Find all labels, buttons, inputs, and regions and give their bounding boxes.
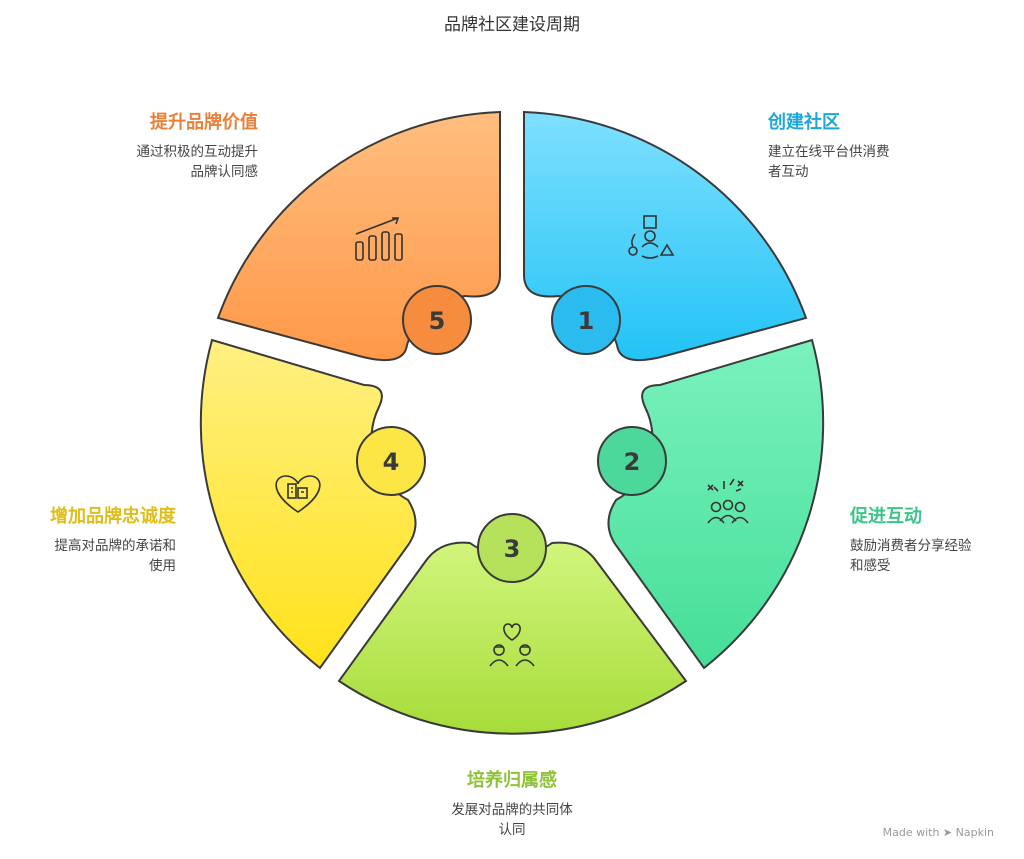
segment-2: 2 <box>597 338 825 670</box>
step-1-desc-line: 者互动 <box>768 164 809 180</box>
segment-5: 5 <box>216 110 501 362</box>
step-5-label: 提升品牌价值 <box>150 112 258 133</box>
step-number-4: 4 <box>383 448 400 476</box>
step-2-desc: 鼓励消费者分享经验 和感受 <box>850 536 972 576</box>
step-3-desc-line: 发展对品牌的共同体 <box>451 802 573 818</box>
step-3-label: 培养归属感 <box>467 770 557 791</box>
page-title: 品牌社区建设周期 <box>444 15 580 35</box>
step-2-desc-line: 和感受 <box>850 558 891 574</box>
step-3-desc: 发展对品牌的共同体 认同 <box>0 800 1024 840</box>
step-4-desc-line: 提高对品牌的承诺和 <box>54 538 177 554</box>
couple-heart-icon <box>489 623 535 667</box>
growth-chart-icon <box>355 217 403 261</box>
step-number-2: 2 <box>624 448 641 476</box>
segment-4: 4 <box>199 338 426 670</box>
step-5-desc: 通过积极的互动提升 品牌认同感 <box>80 142 259 182</box>
step-3-desc-line: 认同 <box>498 822 526 838</box>
step-number-1: 1 <box>578 307 595 335</box>
heart-building-icon <box>275 475 321 513</box>
step-2-label: 促进互动 <box>850 506 922 527</box>
step-1-label: 创建社区 <box>768 112 840 133</box>
step-number-3: 3 <box>504 535 521 563</box>
people-shapes-icon <box>628 215 675 259</box>
step-4-desc-line: 使用 <box>149 558 176 574</box>
napkin-watermark: Made with ➤ Napkin <box>882 826 994 839</box>
step-1-desc-line: 建立在线平台供消费 <box>768 144 890 160</box>
celebrating-group-icon <box>707 478 749 524</box>
segment-3: 3 <box>337 513 688 735</box>
step-number-5: 5 <box>429 307 446 335</box>
step-1-desc: 建立在线平台供消费 者互动 <box>768 142 890 182</box>
step-5-desc-line: 品牌认同感 <box>190 164 259 180</box>
step-2-desc-line: 鼓励消费者分享经验 <box>850 538 972 554</box>
step-4-desc: 提高对品牌的承诺和 使用 <box>36 536 177 576</box>
segment-1: 1 <box>523 110 808 362</box>
step-4-label: 增加品牌忠诚度 <box>50 506 176 527</box>
step-5-desc-line: 通过积极的互动提升 <box>136 144 259 160</box>
